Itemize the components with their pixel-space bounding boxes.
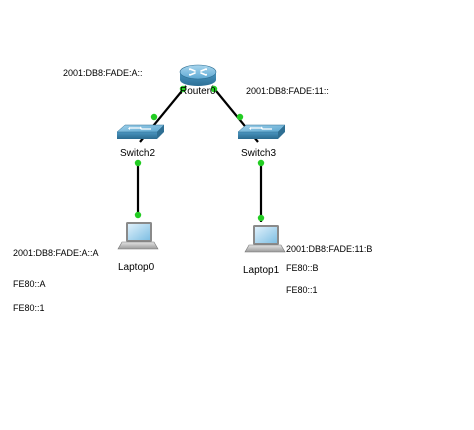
note-laptop1-linklocal: FE80::B [286,263,319,273]
note-laptop1-global: 2001:DB8:FADE:11:B [286,244,373,254]
device-label-switch3: Switch3 [241,148,277,159]
laptop-icon[interactable] [244,225,286,253]
link-light-sw2-a [134,159,142,167]
link-light-router-sw3-a [210,85,218,93]
device-label-router: Router0 [180,86,216,97]
laptop-icon[interactable] [117,222,159,250]
device-label-laptop0: Laptop0 [118,262,155,273]
note-net-left: 2001:DB8:FADE:A:: [63,68,143,78]
switch-icon[interactable] [116,124,165,139]
link-light-router-sw3-b [236,113,244,121]
note-laptop0-global: 2001:DB8:FADE:A::A [13,248,99,258]
link-light-router-sw2-b [150,113,158,121]
link-lights [134,85,265,222]
link-light-sw2-b [134,211,142,219]
note-laptop0-gateway: FE80::1 [13,303,45,313]
note-laptop1-gateway: FE80::1 [286,285,318,295]
router-icon[interactable] [179,64,217,86]
device-label-laptop1: Laptop1 [243,265,280,276]
link-light-sw3-a [257,159,265,167]
link-light-router-sw2-a [179,85,187,93]
note-net-right: 2001:DB8:FADE:11:: [246,86,329,96]
device-label-switch2: Switch2 [120,148,156,159]
link-light-sw3-b [257,214,265,222]
switch-icon[interactable] [237,124,286,139]
note-laptop0-linklocal: FE80::A [13,279,46,289]
